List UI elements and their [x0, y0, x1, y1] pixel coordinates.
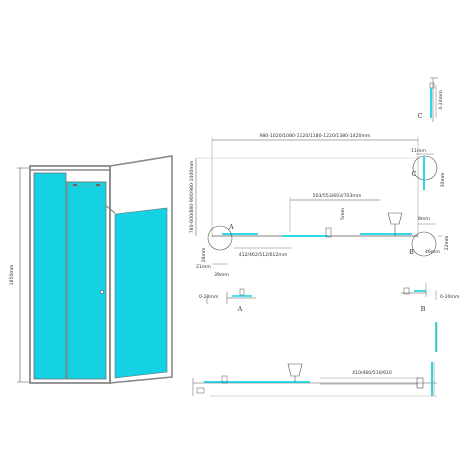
adjustment-detail-a: 0-20mm A: [199, 288, 256, 313]
side-panel-frame: [109, 155, 173, 384]
dim-30mm-label: 30mm: [440, 172, 446, 187]
adjustment-detail-b: 0-20mm B: [401, 283, 460, 352]
height-label: 1850mm: [9, 264, 15, 285]
bottom-open-door-view: 410/460/510/610: [192, 362, 437, 397]
handle-icon: [387, 212, 403, 225]
door-opening-label: 503/553/603/703mm: [313, 193, 362, 199]
detail-circle-a: [207, 225, 233, 251]
detail-c-label: C: [418, 112, 423, 120]
dim-21mm-label: 21mm: [196, 264, 211, 270]
marker-a-label: A: [228, 223, 234, 231]
detail-circle-c: [412, 155, 438, 181]
roller: [96, 184, 100, 186]
fixed-glass-panel: [33, 172, 67, 380]
detail-b-label: B: [421, 305, 426, 313]
dim-26mm-label: 26mm: [201, 247, 207, 262]
front-elevation-view: 1850mm: [9, 155, 173, 384]
dim-4-24mm-label: 4-24mm: [438, 90, 444, 110]
dim-5mm-label: 5mm: [340, 208, 346, 220]
plan-view: 980-1020/1080-1120/1180-1220/1380-1420mm…: [189, 133, 450, 278]
adjustment-right-label: 0-20mm: [440, 294, 460, 300]
dim-22mm-label: 22mm: [444, 235, 450, 250]
side-depth-label: 780-800/880-900/980-1000mm: [189, 160, 195, 233]
door-handle: [100, 290, 104, 294]
roller: [73, 184, 77, 186]
dim-8mm-label: 8mm: [418, 216, 430, 222]
stopper: [325, 227, 332, 238]
detail-c-top: 4-24mm C: [418, 77, 444, 122]
marker-b-label: B: [409, 248, 414, 256]
adjustment-left-label: 0-20mm: [199, 294, 219, 300]
sliding-door-glass: [66, 181, 107, 380]
dim-46mm-label: 46mm: [425, 249, 440, 255]
dim-39mm-label: 39mm: [214, 272, 229, 278]
side-panel-glass: [114, 207, 168, 379]
handle-icon: [287, 363, 303, 377]
dim-11mm-label: 11mm: [411, 148, 426, 154]
detail-circle-b: [411, 231, 437, 257]
panel-width-label: 412/462/512/612mm: [239, 252, 288, 258]
detail-c-circle-view: C 11mm 30mm: [411, 148, 446, 190]
marker-c-label: C: [412, 170, 417, 178]
detail-a-label: A: [237, 305, 243, 313]
total-width-label: 980-1020/1080-1120/1180-1220/1380-1420mm: [260, 133, 371, 139]
bottom-width-label: 410/460/510/610: [352, 370, 392, 376]
